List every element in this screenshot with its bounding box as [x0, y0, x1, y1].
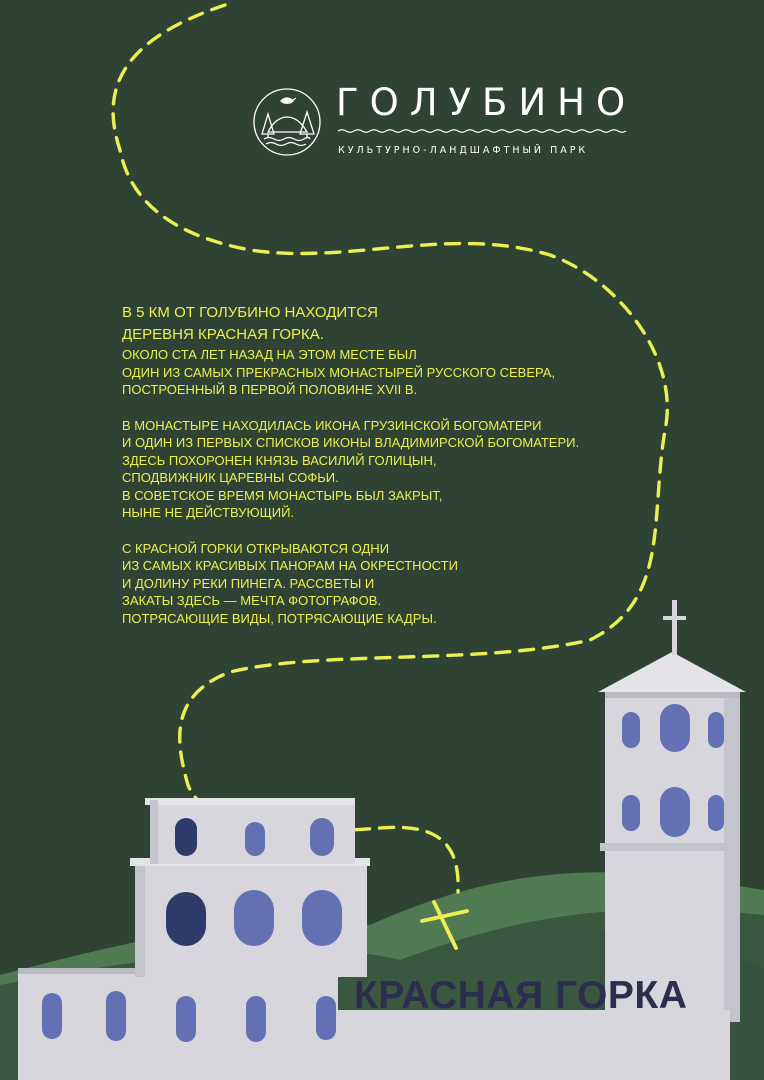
text-line: ПОТРЯСАЮЩИЕ ВИДЫ, ПОТРЯСАЮЩИЕ КАДРЫ. — [122, 610, 437, 626]
bell-tower — [598, 652, 746, 1022]
text-line: ИЗ САМЫХ КРАСИВЫХ ПАНОРАМ НА ОКРЕСТНОСТИ — [122, 558, 458, 573]
text-line: В СОВЕТСКОЕ ВРЕМЯ МОНАСТЫРЬ БЫЛ ЗАКРЫТ, — [122, 487, 443, 503]
brand-title: ГОЛУБИНО — [336, 81, 637, 124]
tree-icon — [261, 109, 315, 138]
text-line: ЗДЕСЬ ПОХОРОНЕН КНЯЗЬ ВАСИЛИЙ ГОЛИЦЫН, — [122, 452, 437, 468]
text-line: ОКОЛО СТА ЛЕТ НАЗАД НА ЭТОМ МЕСТЕ БЫЛ — [122, 347, 417, 362]
route-path — [111, 3, 669, 894]
intro-text: В 5 КМ ОТ ГОЛУБИНО НАХОДИТСЯ ДЕРЕВНЯ КРА… — [122, 302, 642, 627]
place-title: КРАСНАЯ ГОРКА — [354, 974, 688, 1017]
text-line: В МОНАСТЫРЕ НАХОДИЛАСЬ ИКОНА ГРУЗИНСКОЙ … — [122, 417, 542, 433]
brand-subtitle: КУЛЬТУРНО-ЛАНДШАФТНЫЙ ПАРК — [338, 145, 589, 156]
text-line: ОДИН ИЗ САМЫХ ПРЕКРАСНЫХ МОНАСТЫРЕЙ РУСС… — [122, 364, 556, 380]
park-logo-icon — [253, 88, 321, 156]
lead-line: ДЕРЕВНЯ КРАСНАЯ ГОРКА. — [122, 326, 324, 343]
wave-icon — [263, 136, 311, 147]
text-line: И ОДИН ИЗ ПЕРВЫХ СПИСКОВ ИКОНЫ ВЛАДИМИРС… — [122, 435, 580, 450]
text-line: ПОСТРОЕННЫЙ В ПЕРВОЙ ПОЛОВИНЕ XVII В. — [122, 382, 418, 397]
church-cross-icon — [663, 600, 686, 655]
text-line: С КРАСНОЙ ГОРКИ ОТКРЫВАЮТСЯ ОДНИ — [122, 540, 390, 556]
church-building — [18, 798, 730, 1080]
lead-line: В 5 КМ ОТ ГОЛУБИНО НАХОДИТСЯ — [122, 304, 378, 321]
text-line: И ДОЛИНУ РЕКИ ПИНЕГА. РАССВЕТЫ И — [122, 575, 375, 591]
cross-mark-icon — [420, 900, 469, 950]
brand-wave-line — [337, 129, 627, 133]
bird-icon — [280, 97, 297, 104]
text-line: СПОДВИЖНИК ЦАРЕВНЫ СОФЬИ. — [122, 470, 339, 485]
text-line: ЗАКАТЫ ЗДЕСЬ — МЕЧТА ФОТОГРАФОВ. — [122, 593, 382, 608]
text-line: НЫНЕ НЕ ДЕЙСТВУЮЩИЙ. — [122, 505, 295, 520]
